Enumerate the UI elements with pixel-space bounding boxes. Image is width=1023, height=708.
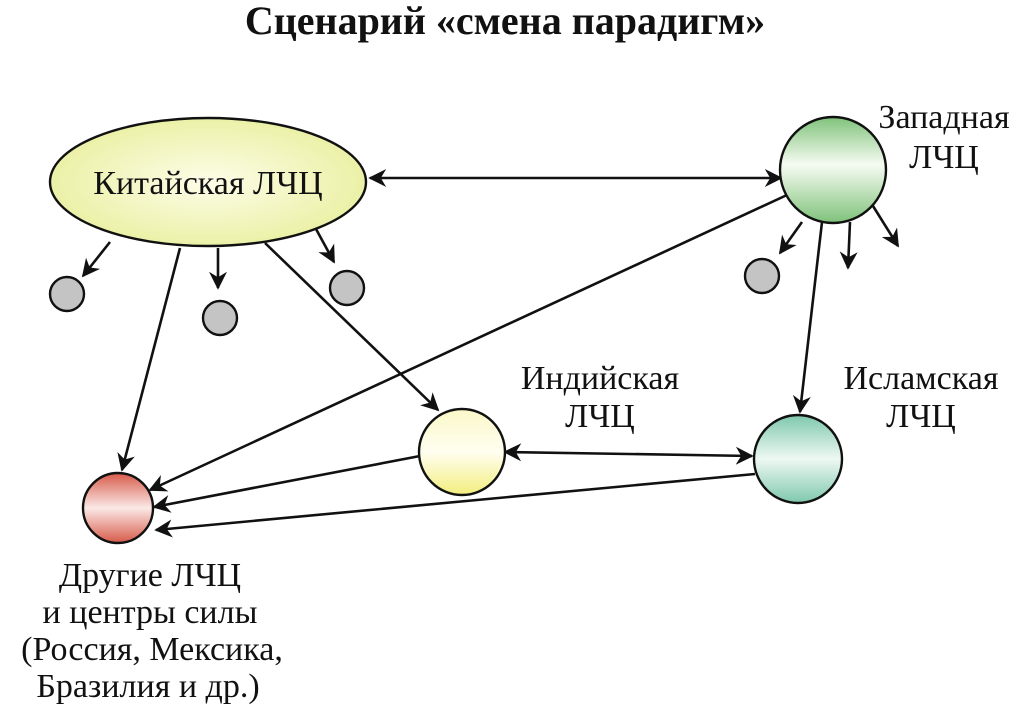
node-western-label-1: Западная [878,99,1010,136]
node-western-shape [778,115,888,225]
offshoot-western-3 [871,205,900,248]
node-other-label-1: Другие ЛЧЦ [59,557,241,594]
minor-center-circle [743,257,781,295]
node-chinese-label: Китайская ЛЧЦ [93,165,322,202]
node-chinese: Китайская ЛЧЦ [48,116,368,248]
edge-indian-islamic [503,443,754,465]
edge-chinese-indian [264,242,440,412]
node-indian-label-1: Индийская [521,360,680,397]
edge-western-other [148,193,788,492]
node-islamic-label-1: Исламская [843,360,998,397]
offshoot-chinese-3 [314,228,336,264]
node-other-label-2: и центры силы [43,594,258,631]
offshoot-western-2 [839,221,858,270]
node-chinese-shape [48,116,368,248]
edge-western-islamic [792,221,824,414]
node-indian: Индийская ЛЧЦ [417,360,680,497]
edge-islamic-other [154,472,756,538]
minor-center-circle [201,299,239,337]
offshoot-western-1 [778,221,804,255]
minor-offshoots-group [81,205,900,290]
node-indian-shape [417,407,507,497]
minor-centers-group [48,257,781,337]
node-western: Западная ЛЧЦ [778,99,1010,225]
minor-center-circle [328,269,366,307]
minor-center-circle [48,275,86,313]
node-other-shape [81,471,155,545]
diagram-title: Сценарий «смена парадигм» [245,0,765,43]
edges-group [117,169,824,538]
node-western-label-2: ЛЧЦ [909,139,979,176]
edge-chinese-other [117,247,182,472]
node-islamic-label-2: ЛЧЦ [886,398,956,435]
node-islamic: Исламская ЛЧЦ [752,360,999,505]
offshoot-chinese-1 [81,241,112,278]
node-islamic-shape [752,413,844,505]
node-indian-label-2: ЛЧЦ [565,398,635,435]
node-other: Другие ЛЧЦ и центры силы (Россия, Мексик… [21,471,283,705]
node-other-label-4: Бразилия и др.) [36,668,259,705]
node-other-label-3: (Россия, Мексика, [21,631,283,668]
edge-indian-other [152,454,421,513]
